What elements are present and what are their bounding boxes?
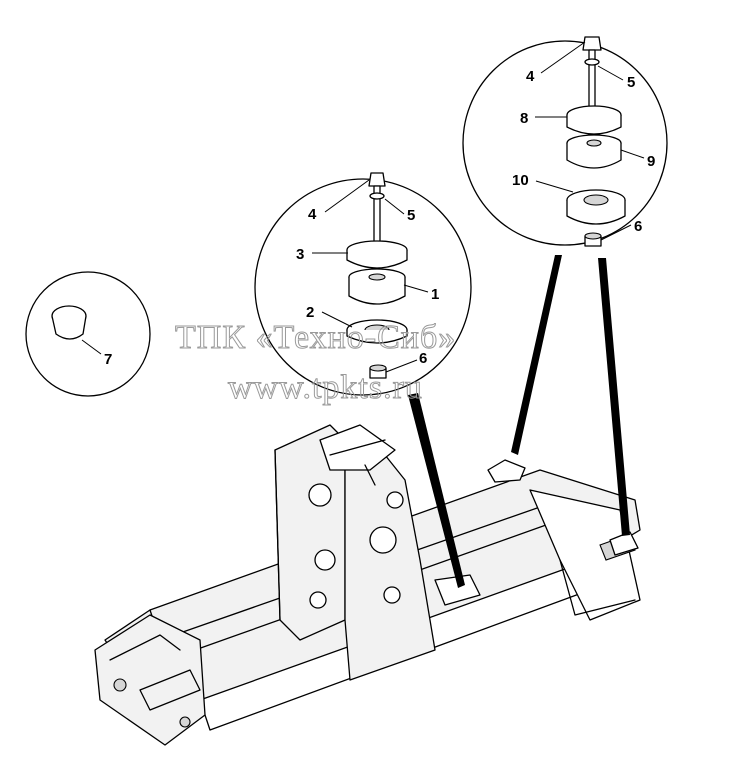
callout-6-right: 6 [634,218,642,235]
frame-drawing [94,424,641,746]
detail-circle-1 [254,172,472,396]
callout-6-left: 6 [419,350,427,367]
callout-5-left: 5 [407,207,415,224]
callout-10: 10 [512,172,529,189]
callout-9: 9 [647,153,655,170]
leader-lines [81,41,645,373]
callout-5-right: 5 [627,74,635,91]
detail-circle-2 [462,36,668,247]
magnifier-beams [408,255,630,588]
callout-7: 7 [104,351,112,368]
callout-labels: 4 5 3 1 2 6 7 4 5 8 9 10 6 [104,68,655,368]
callout-8: 8 [520,110,528,127]
callout-4-right: 4 [526,68,535,85]
callout-1: 1 [431,286,439,303]
watermark-url: www.tpkts.ru [228,369,423,406]
watermark: ТПК «Техно-Сиб» www.tpkts.ru [175,319,456,407]
watermark-company: ТПК «Техно-Сиб» [175,319,456,356]
detail-circle-plug [25,271,151,397]
callout-3: 3 [296,246,304,263]
callout-2: 2 [306,304,314,321]
callout-4-left: 4 [308,206,317,223]
